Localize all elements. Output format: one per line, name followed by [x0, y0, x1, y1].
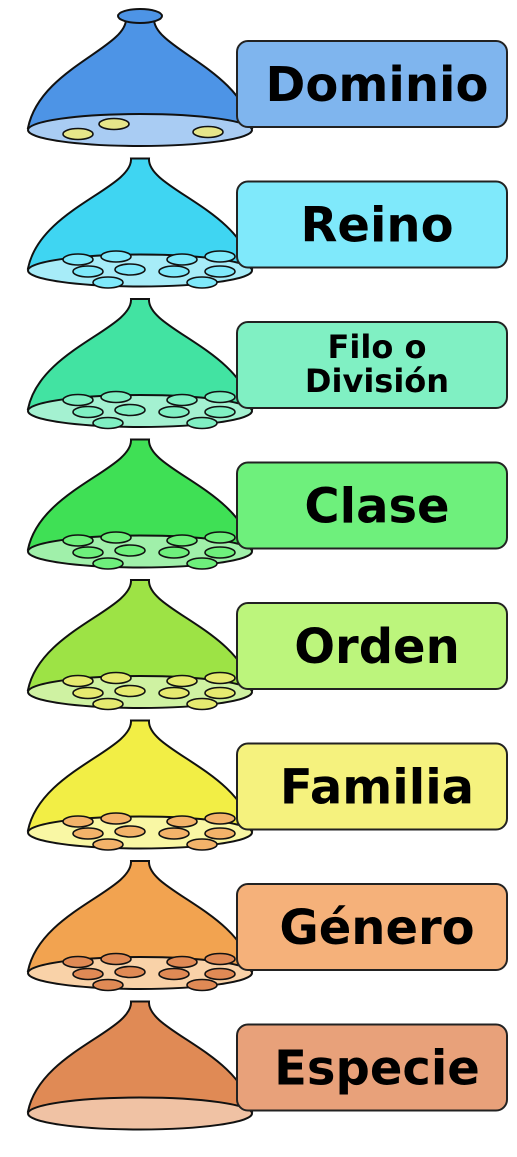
rank-label: Clase: [304, 479, 449, 535]
pore-ellipse: [166, 534, 198, 547]
pore-ellipse: [204, 390, 236, 404]
pore-ellipse: [158, 967, 190, 981]
pore-ellipse: [62, 534, 94, 547]
pore-ellipse: [114, 403, 146, 417]
rank-label: Familia: [280, 760, 474, 816]
pore-ellipse: [204, 812, 236, 825]
pore-ellipse: [186, 276, 218, 289]
pore-ellipse: [62, 393, 94, 407]
pore-ellipse: [62, 127, 94, 141]
pore-ellipse: [186, 978, 218, 992]
pore-ellipse: [72, 967, 104, 981]
pore-ellipse: [62, 815, 94, 828]
rank-label-box: [236, 461, 508, 550]
rank-label: Orden: [294, 619, 460, 675]
bell-body: [26, 17, 254, 129]
rank-label-box: [236, 742, 508, 831]
pore-ellipse: [62, 253, 94, 266]
rank-label: Dominio: [266, 57, 489, 113]
rank-level: Dominio: [26, 8, 508, 147]
pore-ellipse: [166, 393, 198, 407]
pore-ellipse: [114, 684, 146, 698]
pore-ellipse: [100, 812, 132, 825]
pore-ellipse: [92, 697, 124, 711]
pore-ellipse: [62, 674, 94, 688]
pore-ellipse: [92, 416, 124, 430]
pore-ellipse: [92, 978, 124, 992]
pore-ellipse: [166, 815, 198, 828]
rank-label-box: [236, 180, 508, 269]
pore-ellipse: [62, 955, 94, 969]
pore-ellipse: [204, 546, 236, 559]
pore-ellipse: [158, 686, 190, 700]
bell-knob: [117, 8, 163, 24]
pore-ellipse: [98, 117, 130, 131]
pore-ellipse: [100, 531, 132, 544]
bell-rim: [27, 1096, 253, 1131]
pore-ellipse: [204, 952, 236, 966]
rank-level: Reino: [26, 157, 508, 289]
pore-ellipse: [72, 686, 104, 700]
pore-ellipse: [204, 686, 236, 700]
pore-ellipse: [72, 546, 104, 559]
rank-label-box: [236, 1023, 508, 1112]
pore-ellipse: [186, 557, 218, 570]
pore-ellipse: [158, 405, 190, 419]
pore-ellipse: [72, 827, 104, 840]
pore-ellipse: [100, 250, 132, 263]
pore-ellipse: [166, 253, 198, 266]
pore-ellipse: [100, 390, 132, 404]
rank-label-line: Filo o: [328, 328, 427, 366]
rank-label-box: [236, 40, 508, 128]
pore-ellipse: [186, 838, 218, 851]
pore-ellipse: [204, 531, 236, 544]
pore-ellipse: [72, 265, 104, 278]
pore-ellipse: [166, 674, 198, 688]
pore-ellipse: [158, 265, 190, 278]
rank-label: Género: [279, 900, 474, 956]
pore-ellipse: [204, 265, 236, 278]
rank-label-box: [236, 602, 508, 690]
pore-ellipse: [92, 838, 124, 851]
pore-ellipse: [166, 955, 198, 969]
pore-ellipse: [114, 965, 146, 979]
pore-ellipse: [158, 827, 190, 840]
pore-ellipse: [92, 276, 124, 289]
pore-ellipse: [100, 952, 132, 966]
pore-ellipse: [158, 546, 190, 559]
rank-level: Familia: [26, 719, 508, 851]
rank-level: Clase: [26, 438, 508, 570]
pore-ellipse: [92, 557, 124, 570]
pore-ellipse: [204, 250, 236, 263]
rank-label-box: [236, 321, 508, 409]
pore-ellipse: [186, 416, 218, 430]
pore-ellipse: [114, 825, 146, 838]
rank-label-line: División: [305, 362, 449, 400]
pore-ellipse: [186, 697, 218, 711]
pore-ellipse: [204, 671, 236, 685]
rank-level: Género: [26, 860, 508, 992]
pore-ellipse: [100, 671, 132, 685]
pore-ellipse: [192, 125, 224, 139]
rank-label: Especie: [274, 1041, 480, 1097]
pore-ellipse: [204, 405, 236, 419]
rank-label-box: [236, 883, 508, 971]
pore-ellipse: [72, 405, 104, 419]
rank-label: Reino: [300, 198, 453, 254]
pore-ellipse: [114, 544, 146, 557]
rank-level: Especie: [26, 1000, 508, 1131]
bell-body: [26, 1000, 254, 1113]
pore-ellipse: [114, 263, 146, 276]
pore-ellipse: [204, 827, 236, 840]
pore-ellipse: [204, 967, 236, 981]
rank-level: Orden: [26, 579, 508, 711]
